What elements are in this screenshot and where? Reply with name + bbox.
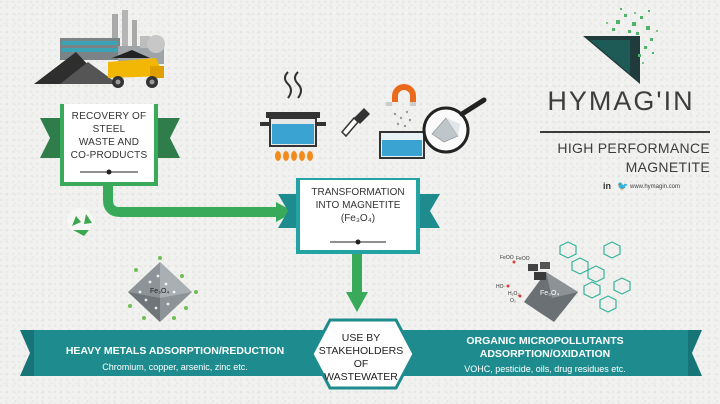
flow-arrow-1 [103, 186, 294, 222]
recovery-step-box [40, 104, 180, 186]
magnifier-icon [422, 97, 487, 154]
molecule-label-e: O₂ [510, 298, 516, 304]
magnet-icon [340, 84, 425, 159]
right-application-title: ORGANIC MICROPOLLUTANTS ADSORPTION/OXIDA… [420, 335, 670, 361]
molecule-label-c: HO· [496, 284, 506, 290]
linkedin-link[interactable]: in [603, 181, 611, 191]
use-step-hexagon [310, 318, 416, 390]
mining-truck-icon [108, 50, 164, 88]
tagline-line-2: MAGNETITE [625, 159, 710, 175]
brand-tagline: HIGH PERFORMANCE MAGNETITE [540, 139, 710, 177]
use-line-1: USE BY [341, 332, 381, 344]
recovery-line-3: WASTE AND [78, 137, 140, 148]
brand-divider [540, 131, 710, 133]
right-application-subtitle: VOHC, pesticide, oils, drug residues etc… [464, 364, 626, 374]
flow-arrow-2 [346, 254, 368, 312]
use-line-3: OF WASTEWATER [324, 358, 398, 383]
left-application-title: HEAVY METALS ADSORPTION/REDUCTION [65, 345, 285, 357]
molecule-label-b: FeOO [516, 256, 530, 262]
left-application-subtitle: Chromium, copper, arsenic, zinc etc. [102, 362, 248, 372]
cooking-pot-icon [260, 71, 326, 161]
right-crystal-label: Fe₃O₄ [540, 290, 560, 297]
recovery-line-4: CO-PRODUCTS [70, 150, 148, 161]
use-line-2: STAKEHOLDERS [318, 345, 404, 357]
transformation-step-box [278, 178, 440, 254]
tagline-line-1: HIGH PERFORMANCE [557, 140, 710, 156]
twitter-link[interactable]: 🐦 [617, 181, 629, 191]
right-title-line-1: ORGANIC MICROPOLLUTANTS [466, 335, 624, 347]
left-crystal-label: Fe₃O₄ [150, 288, 170, 295]
logo-icon [583, 8, 658, 84]
recovery-line-2: STEEL [92, 124, 126, 135]
use-step-text: USE BY STAKEHOLDERS OF WASTEWATER [318, 332, 404, 384]
right-title-line-2: ADSORPTION/OXIDATION [479, 348, 611, 360]
recovery-step-text: RECOVERY OF STEEL WASTE AND CO-PRODUCTS [64, 110, 154, 162]
transformation-line-2: INTO MAGNETITE [315, 200, 401, 211]
recycle-icon [67, 208, 93, 236]
molecule-label-a: FeOO [500, 255, 514, 261]
website-link[interactable]: www.hymagin.com [630, 184, 681, 190]
molecule-icon [506, 241, 631, 322]
transformation-step-text: TRANSFORMATION INTO MAGNETITE (Fe₃O₄) [302, 186, 414, 225]
molecule-label-d: H₂O₂ [508, 291, 520, 297]
recovery-line-1: RECOVERY OF [71, 111, 147, 122]
transformation-formula: (Fe₃O₄) [340, 213, 376, 224]
crystal-icon [128, 256, 198, 322]
brand-name: HYMAG'IN [547, 86, 695, 116]
transformation-line-1: TRANSFORMATION [311, 187, 405, 198]
